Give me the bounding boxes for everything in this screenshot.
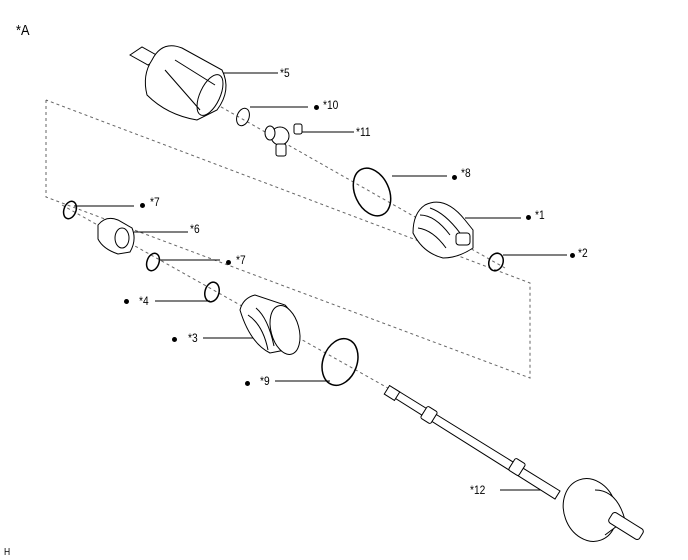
non-reusable-marker (314, 105, 319, 110)
callout-2: *2 (578, 246, 588, 260)
callout-3: *3 (188, 331, 198, 345)
outboard-boot (239, 294, 301, 355)
boot-clamp-2 (487, 252, 505, 272)
callout-9: *9 (260, 374, 270, 388)
tripod-joint (264, 123, 303, 157)
callout-7-upper: *7 (150, 195, 160, 209)
inboard-joint-housing (129, 45, 227, 121)
non-reusable-marker (452, 175, 457, 180)
footer-code: H (4, 547, 11, 558)
boot-clamp-9 (321, 337, 359, 387)
callout-1: *1 (535, 208, 545, 222)
snap-ring-7b (145, 252, 161, 272)
callout-12: *12 (470, 483, 486, 497)
leader-lines (74, 72, 567, 491)
boot-clamp-4 (204, 281, 220, 303)
non-reusable-marker (526, 215, 531, 220)
callout-10: *10 (323, 98, 339, 112)
dashed-group-outline (45, 99, 531, 379)
non-reusable-marker (570, 253, 575, 258)
outboard-inner-joint (97, 217, 135, 255)
assembly-axis (61, 94, 506, 393)
non-reusable-marker (124, 299, 129, 304)
non-reusable-marker (140, 203, 145, 208)
snap-ring-10 (236, 107, 250, 127)
callout-8: *8 (461, 166, 471, 180)
snap-ring-7a (62, 200, 78, 220)
callout-5: *5 (280, 66, 290, 80)
non-reusable-marker (245, 381, 250, 386)
non-reusable-marker (226, 260, 231, 265)
inboard-boot (412, 201, 474, 259)
non-reusable-marker (172, 337, 177, 342)
boot-clamp-8 (352, 167, 392, 217)
callout-7-lower: *7 (236, 253, 246, 267)
view-label: *A (16, 22, 30, 39)
callout-4: *4 (139, 294, 149, 308)
callout-11: *11 (356, 125, 371, 139)
drive-shaft (383, 384, 644, 542)
callout-6: *6 (190, 222, 200, 236)
